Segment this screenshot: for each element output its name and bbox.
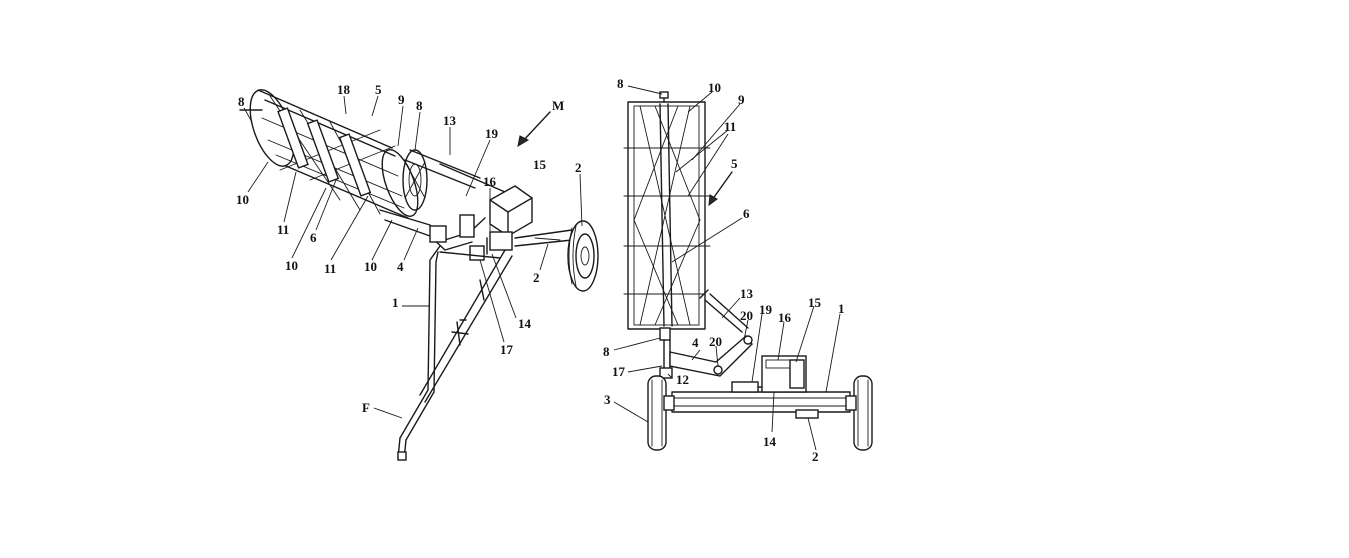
hydraulic-cylinder-left [404,149,506,193]
callout-16: 16 [483,174,497,189]
left-wheel-right [647,375,675,451]
callout-9-b: 9 [738,92,745,107]
callout-8-a: 8 [238,94,245,109]
chassis-right [671,391,851,419]
callout-20-a: 20 [740,308,753,323]
callout-10-c: 10 [364,259,377,274]
linkage-arm-left [379,209,486,251]
callout-19-b: 19 [759,302,773,317]
callout-20-b: 20 [709,334,722,349]
callout-10-b: 10 [285,258,298,273]
callout-2-c: 2 [812,449,819,464]
callout-4-b: 4 [692,335,699,350]
callout-16-b: 16 [778,310,792,325]
callout-10-d: 10 [708,80,721,95]
callouts-right: 8 10 9 11 5 6 13 19 20 16 15 1 8 4 20 17… [603,76,845,464]
direction-arrow-M [517,111,551,148]
reel-assembly-left [239,89,419,219]
callout-15-b: 15 [808,295,822,310]
callout-5: 5 [375,82,382,97]
callout-14-b: 14 [763,434,777,449]
drive-wheel-left [402,149,428,211]
leader-lines-left [243,95,583,419]
reel-frame-right [623,91,711,330]
callout-1-b: 1 [838,301,845,316]
linkage-arm-right [669,289,753,377]
right-wheel-right [845,375,873,451]
callout-6: 6 [310,230,317,245]
callout-13-b: 13 [740,286,754,301]
arrow-5-right [708,171,733,207]
callout-11-c: 11 [724,119,736,134]
callout-10-a: 10 [236,192,249,207]
callout-13: 13 [443,113,457,128]
callout-12: 12 [676,372,689,387]
callout-8-c: 8 [617,76,624,91]
callout-4: 4 [397,259,404,274]
callout-3: 3 [604,392,611,407]
control-box-left [489,185,533,237]
tow-frame-left [397,245,513,461]
callout-8-d: 8 [603,344,610,359]
callout-9: 9 [398,92,405,107]
leader-lines-right [613,85,841,451]
callout-19: 19 [485,126,499,141]
road-wheel-left [567,220,599,292]
callout-2-b: 2 [533,270,540,285]
callout-2-a: 2 [575,160,582,175]
callout-18: 18 [337,82,351,97]
callout-15: 15 [533,157,547,172]
callout-17: 17 [500,342,514,357]
callout-11-b: 11 [324,261,336,276]
callout-14: 14 [518,316,532,331]
callout-17-b: 17 [612,364,626,379]
axle-arm-left [514,229,573,247]
left-figure: 8 18 5 9 8 13 19 M 15 16 2 10 11 6 10 11… [236,82,599,461]
callout-1: 1 [392,295,399,310]
right-figure: 8 10 9 11 5 6 13 19 20 16 15 1 8 4 20 17… [603,76,873,464]
drive-unit-right [731,355,807,393]
callouts-left: 8 18 5 9 8 13 19 M 15 16 2 10 11 6 10 11… [236,82,582,415]
callout-8-b: 8 [416,98,423,113]
callout-M: M [552,98,564,113]
callout-5-b: 5 [731,156,738,171]
callout-F: F [362,400,370,415]
callout-11-a: 11 [277,222,289,237]
callout-6-b: 6 [743,206,750,221]
